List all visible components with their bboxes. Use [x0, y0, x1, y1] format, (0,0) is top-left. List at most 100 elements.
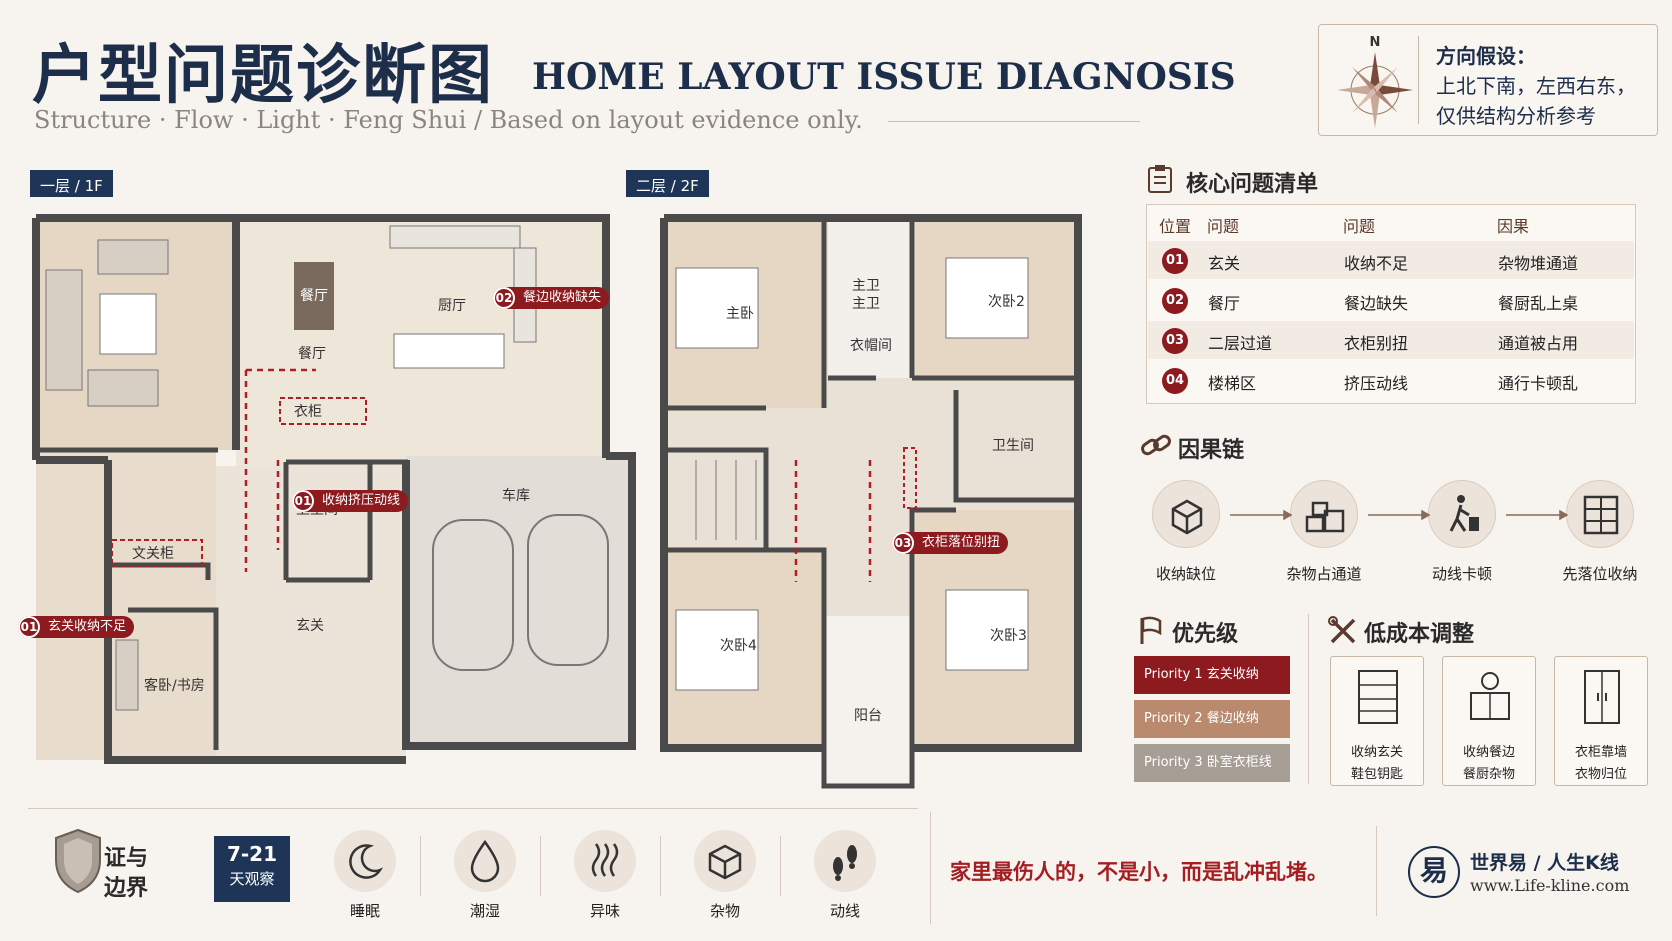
room-label-entry: 玄关	[296, 617, 324, 634]
table-header-issue-2: 问题	[1343, 217, 1376, 236]
row-effect: 杂物堆通道	[1498, 254, 1579, 273]
direction-line-2: 仅供结构分析参考	[1436, 104, 1596, 128]
row-location: 二层过道	[1208, 334, 1273, 353]
room-label-master-bath-1: 主卫	[852, 278, 880, 294]
page-subtitle: Structure · Flow · Light · Feng Shui / B…	[34, 106, 863, 134]
table-row: 03 二层过道 衣柜别扭 通道被占用	[1148, 321, 1634, 359]
room-label-balcony: 阳台	[854, 708, 882, 724]
sideboard-icon	[1470, 672, 1510, 720]
adjust-card-line-1: 收纳餐边	[1462, 745, 1515, 760]
callout-text: 玄关收纳不足	[48, 619, 127, 634]
wardrobe-icon	[1584, 670, 1620, 724]
observation-days: 7-21	[226, 842, 278, 866]
callout-text: 收纳挤压动线	[322, 493, 401, 508]
chain-step-1	[1152, 480, 1220, 548]
table-header-effect: 因果	[1497, 217, 1530, 236]
compass-north-label: N	[1370, 35, 1381, 50]
table-header-issue: 问题	[1207, 217, 1240, 236]
icon-divider	[540, 836, 541, 896]
chain-step-2	[1290, 480, 1358, 548]
brand-url[interactable]: www.Life-kline.com	[1470, 876, 1630, 895]
adjust-card-line-2: 衣物归位	[1574, 767, 1627, 782]
walker-icon	[1449, 495, 1479, 532]
direction-line-1: 上北下南，左西右东，	[1436, 74, 1636, 98]
chain-step-1-label: 收纳缺位	[1155, 565, 1216, 583]
callout-number: 03	[892, 532, 914, 554]
floor-1-plan: 餐厅 餐厅 厨厅 衣柜 文关柜 卫生间 车库 玄关 客卧/书房	[32, 214, 636, 764]
bottom-icon-clutter-label: 杂物	[709, 902, 740, 920]
chain-step-3	[1428, 480, 1496, 548]
direction-title: 方向假设：	[1436, 44, 1536, 68]
adjust-card-line-1: 衣柜靠墙	[1574, 745, 1627, 760]
callout-dining-storage: 02 餐边收纳缺失	[493, 287, 610, 309]
room-label-bedroom-2: 次卧2	[988, 294, 1025, 310]
bottom-divider	[28, 808, 918, 809]
row-location: 楼梯区	[1208, 374, 1257, 393]
adjust-card-line-2: 鞋包钥匙	[1350, 767, 1403, 782]
section-divider	[1308, 614, 1309, 784]
icon-divider	[420, 836, 421, 896]
room-label-dining-2: 餐厅	[298, 346, 326, 362]
callout-number: 01	[292, 490, 314, 512]
callout-number: 02	[493, 287, 515, 309]
priority-3-badge: Priority 3 卧室衣柜线	[1134, 744, 1290, 782]
room-label-bedroom-3: 次卧3	[990, 628, 1027, 644]
clutter-icon	[1305, 501, 1345, 533]
quote-divider	[930, 812, 931, 924]
priority-2-badge: Priority 2 餐边收纳	[1134, 700, 1290, 738]
tools-icon	[1328, 616, 1356, 644]
row-location: 餐厅	[1208, 294, 1241, 313]
footer-quote: 家里最伤人的，不是小，而是乱冲乱堵。	[950, 860, 1328, 884]
callout-number: 01	[18, 616, 40, 638]
row-effect: 通道被占用	[1498, 334, 1579, 353]
adjust-card-entry: 收纳玄关 鞋包钥匙	[1330, 656, 1424, 786]
room-label-bath-2f: 卫生间	[992, 438, 1034, 454]
row-number: 04	[1162, 368, 1188, 394]
room-label-master-bath-2: 主卫	[852, 296, 880, 312]
callout-storage-flow: 01 收纳挤压动线	[292, 490, 409, 512]
drop-icon	[470, 839, 500, 883]
table-row: 02 餐厅 餐边缺失 餐厨乱上桌	[1148, 281, 1634, 319]
table-row: 01 玄关 收纳不足 杂物堆通道	[1148, 241, 1634, 279]
direction-divider	[1418, 36, 1419, 124]
room-label-guest: 客卧/书房	[144, 677, 205, 694]
bottom-icon-sleep	[334, 830, 396, 892]
row-location: 玄关	[1208, 254, 1241, 273]
row-issue: 挤压动线	[1344, 374, 1409, 393]
row-number: 02	[1162, 288, 1188, 314]
table-header-location: 位置	[1159, 217, 1192, 236]
floor-2-plan: 主卧 主卫 主卫 衣帽间 次卧2 卫生间 次卧4 次卧3 阳台	[660, 214, 1082, 789]
callout-text: 衣柜落位别扭	[922, 535, 1001, 550]
moon-icon	[349, 844, 384, 879]
row-issue: 收纳不足	[1344, 254, 1409, 273]
row-issue: 餐边缺失	[1344, 294, 1409, 313]
room-label-shoe-cabinet: 文关柜	[132, 546, 174, 562]
page-title-english: HOME LAYOUT ISSUE DIAGNOSIS	[532, 56, 1236, 98]
subtitle-divider	[888, 121, 1140, 122]
issues-title: 核心问题清单	[1186, 172, 1319, 197]
chain-title: 因果链	[1178, 438, 1245, 463]
bottom-icon-flow	[814, 830, 876, 892]
chain-step-2-label: 杂物占通道	[1286, 565, 1362, 583]
icon-divider	[780, 836, 781, 896]
flag-icon	[1140, 616, 1162, 644]
page-title: 户型问题诊断图	[32, 38, 494, 113]
row-number: 03	[1162, 328, 1188, 354]
chain-arrows	[1230, 509, 1569, 521]
clipboard-icon	[1148, 165, 1172, 193]
shield-line-1: 证与	[104, 846, 149, 871]
adjust-title: 低成本调整	[1364, 622, 1475, 647]
row-number: 01	[1162, 248, 1188, 274]
priority-title: 优先级	[1172, 622, 1239, 647]
dining-table	[294, 262, 334, 330]
observation-badge: 7-21 天观察	[214, 836, 290, 902]
adjust-card-line-1: 收纳玄关	[1350, 745, 1403, 760]
bottom-icon-odor-label: 异味	[589, 902, 620, 920]
bottom-icon-sleep-label: 睡眠	[349, 902, 380, 920]
balcony-area	[824, 616, 912, 786]
priority-1-badge: Priority 1 玄关收纳	[1134, 656, 1290, 694]
compass-rose-icon: N	[1337, 35, 1413, 128]
row-effect: 餐厨乱上桌	[1498, 294, 1579, 313]
stair-guest-area	[36, 450, 216, 760]
room-label-garage: 车库	[502, 487, 530, 504]
